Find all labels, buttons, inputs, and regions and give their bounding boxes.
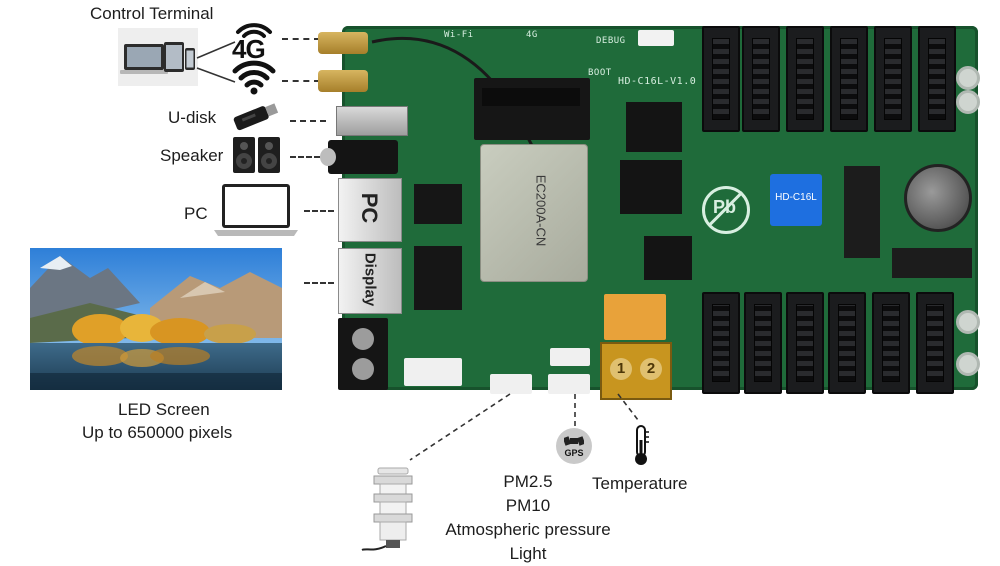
display-ethernet-port[interactable]: Display bbox=[338, 248, 402, 314]
lan-transformer bbox=[414, 184, 462, 224]
wifi-dashed-line bbox=[282, 80, 320, 82]
u-disk-label: U-disk bbox=[168, 108, 217, 127]
weather-sensor-icon bbox=[360, 466, 426, 556]
memory-chip bbox=[620, 160, 682, 214]
control-terminal-devices-icon bbox=[118, 28, 198, 86]
relay-terminal-2: 2 bbox=[640, 358, 662, 380]
flash-chip bbox=[644, 236, 692, 280]
led-screen-label: LED Screen bbox=[118, 400, 210, 419]
model-label: HD-C16L bbox=[775, 192, 817, 203]
pc-label: PC bbox=[184, 204, 208, 223]
module-text: EC200A-CN bbox=[533, 174, 549, 247]
hub-header[interactable] bbox=[872, 292, 910, 394]
debug-header[interactable] bbox=[638, 30, 674, 46]
mounting-hole bbox=[956, 66, 980, 90]
hub-header[interactable] bbox=[742, 26, 780, 132]
hub-header[interactable] bbox=[744, 292, 782, 394]
hub-header[interactable] bbox=[874, 26, 912, 132]
sensor-dashed-lines bbox=[409, 393, 639, 461]
hub-header[interactable] bbox=[702, 26, 740, 132]
silk-4g: 4G bbox=[526, 30, 538, 40]
aux-connector[interactable] bbox=[550, 348, 590, 366]
4g-text: 4G bbox=[232, 34, 266, 64]
control-terminal-label: Control Terminal bbox=[90, 4, 214, 23]
gps-connector[interactable] bbox=[548, 374, 590, 394]
4g-dashed-line bbox=[282, 38, 320, 40]
hub-header[interactable] bbox=[830, 26, 868, 132]
usb-drive-icon bbox=[228, 100, 280, 134]
speaker-dashed-line bbox=[290, 156, 320, 158]
lead-free-icon: Pb bbox=[702, 186, 750, 234]
sensor-labels: PM2.5 PM10 Atmospheric pressure Light bbox=[428, 470, 628, 566]
silk-debug: DEBUG bbox=[596, 36, 626, 46]
cpu-chip bbox=[626, 102, 682, 152]
atmospheric-pressure-label: Atmospheric pressure bbox=[445, 520, 611, 539]
mounting-hole bbox=[956, 90, 980, 114]
led-screen-image bbox=[30, 248, 282, 390]
hub-header[interactable] bbox=[828, 292, 866, 394]
mounting-hole bbox=[956, 352, 980, 376]
pc-ethernet-port[interactable]: PC bbox=[338, 178, 402, 242]
m2-slot[interactable] bbox=[474, 78, 590, 140]
main-controller-chip: HD-C16L bbox=[770, 174, 822, 226]
u-disk-dashed-line bbox=[290, 120, 326, 122]
gps-icon-label: GPS bbox=[564, 448, 584, 458]
hub-header[interactable] bbox=[786, 292, 824, 394]
thermometer-icon bbox=[630, 424, 652, 468]
pc-dashed-line bbox=[304, 210, 334, 212]
power-terminal-block[interactable] bbox=[338, 318, 388, 390]
speaker-label: Speaker bbox=[160, 146, 224, 165]
display-dashed-line bbox=[304, 282, 334, 284]
led-screen-pixels-label: Up to 650000 pixels bbox=[82, 423, 233, 442]
driver-ic-strip bbox=[844, 166, 880, 258]
board-id-label: HD-C16L-V1.0 bbox=[618, 76, 697, 87]
laptop-icon bbox=[212, 182, 300, 238]
controller-board: Wi-Fi 4G DEBUG BOOT HD-C16L-V1.0 PC Disp… bbox=[318, 26, 980, 400]
relay-terminal-1: 1 bbox=[610, 358, 632, 380]
lan-transformer bbox=[414, 246, 462, 310]
wifi-antenna-connector[interactable] bbox=[318, 70, 368, 92]
display-port-label: Display bbox=[361, 252, 379, 307]
power-output-connector[interactable] bbox=[404, 358, 462, 386]
temperature-label: Temperature bbox=[592, 474, 688, 493]
pm10-label: PM10 bbox=[505, 496, 551, 515]
4g-module: EC200A-CN bbox=[480, 144, 588, 282]
silk-boot: BOOT bbox=[588, 68, 612, 78]
relay-terminal-block[interactable]: 1 2 bbox=[600, 342, 672, 400]
speaker-icon bbox=[232, 136, 282, 174]
4g-antenna-connector[interactable] bbox=[318, 32, 368, 54]
pc-port-label: PC bbox=[357, 192, 382, 224]
gps-icon: GPS bbox=[556, 428, 592, 464]
driver-ic-strip bbox=[892, 248, 972, 278]
usb-port[interactable] bbox=[336, 106, 408, 136]
hub-header[interactable] bbox=[918, 26, 956, 132]
pm25-label: PM2.5 bbox=[503, 472, 553, 491]
light-label: Light bbox=[509, 544, 547, 563]
audio-jack[interactable] bbox=[320, 140, 398, 174]
hub-header[interactable] bbox=[786, 26, 824, 132]
hub-header[interactable] bbox=[916, 292, 954, 394]
coin-battery bbox=[904, 164, 972, 232]
mounting-hole bbox=[956, 310, 980, 334]
relay bbox=[604, 294, 666, 340]
4g-signal-icon: 4G bbox=[230, 18, 278, 64]
terminal-connector-lines bbox=[196, 41, 236, 83]
wifi-icon bbox=[232, 58, 276, 96]
silk-wifi: Wi-Fi bbox=[444, 30, 474, 40]
sensor-connector[interactable] bbox=[490, 374, 532, 394]
hub-header[interactable] bbox=[702, 292, 740, 394]
